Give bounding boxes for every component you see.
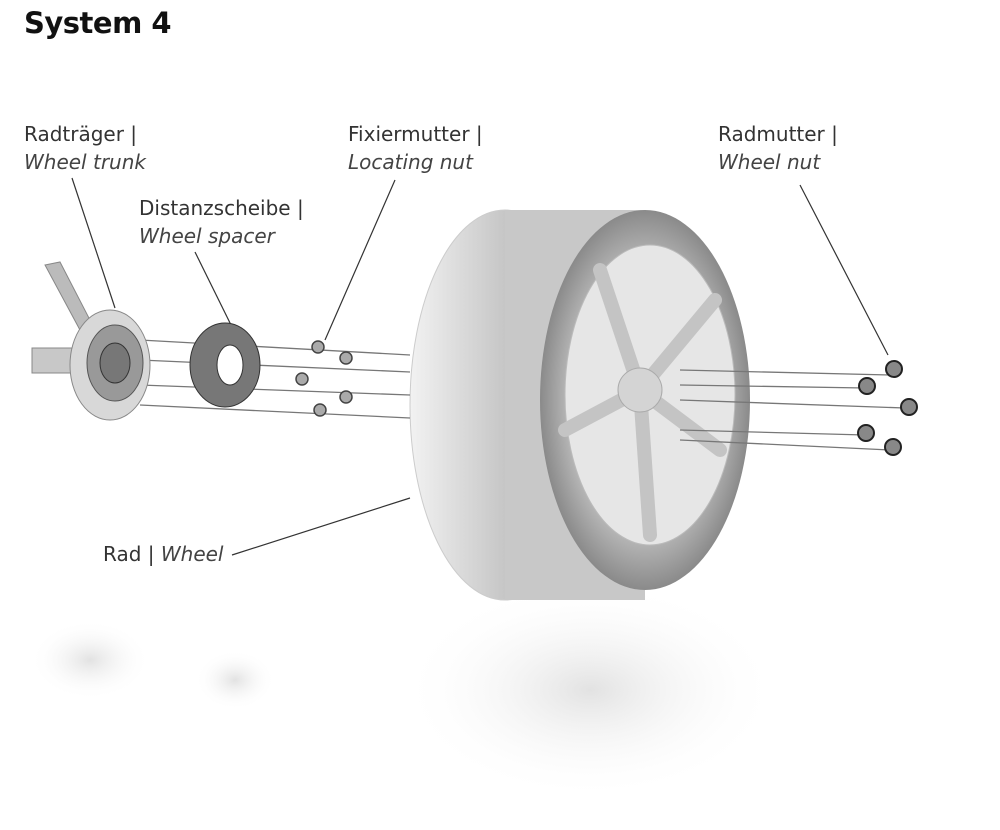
wheel-spacer-part (189, 322, 261, 408)
locating-nuts (295, 340, 353, 417)
label-de: Fixiermutter | (348, 122, 483, 146)
label-de: Distanzscheibe | (139, 196, 304, 220)
wheel-nuts (857, 360, 918, 456)
label-en: Wheel trunk (24, 150, 146, 174)
label-locating-nut: Fixiermutter | Locating nut (348, 120, 483, 176)
leader-locating-nut (324, 179, 396, 341)
label-en: Wheel spacer (139, 224, 275, 248)
label-wheel-trunk: Radträger | Wheel trunk (24, 120, 146, 176)
label-en: Locating nut (348, 150, 473, 174)
label-en: Wheel nut (718, 150, 821, 174)
label-wheel: Rad | Wheel (103, 540, 224, 568)
leader-wheel-nut (799, 184, 889, 356)
label-de: Radträger | (24, 122, 138, 146)
label-de: Radmutter | (718, 122, 838, 146)
label-wheel-nut: Radmutter | Wheel nut (718, 120, 838, 176)
leader-wheel-trunk (71, 177, 116, 309)
wheel-trunk-hub (31, 261, 151, 421)
label-en: Wheel (160, 542, 224, 566)
diagram-title: System 4 (24, 6, 172, 40)
leader-wheel (231, 497, 411, 556)
label-wheel-spacer: Distanzscheibe | Wheel spacer (139, 194, 304, 250)
leader-wheel-spacer (194, 251, 233, 328)
wheel-tire (409, 209, 750, 601)
label-de: Rad | (103, 542, 161, 566)
floor-reflection (400, 580, 780, 800)
